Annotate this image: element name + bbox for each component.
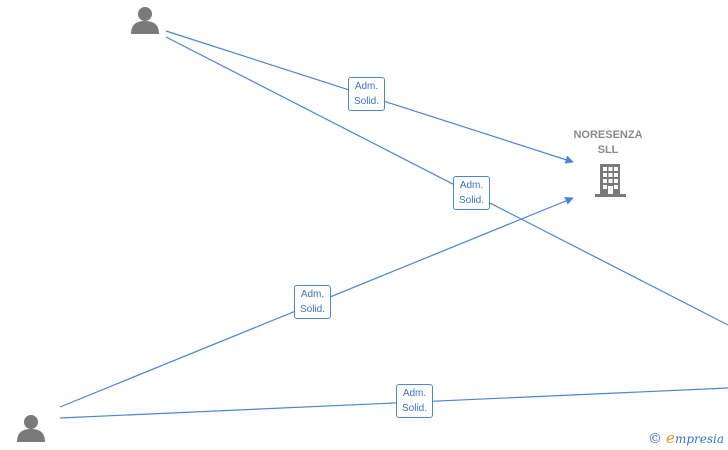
company-name-line2: SLL [597, 144, 619, 156]
building-icon[interactable] [595, 164, 626, 197]
copyright-symbol: © [648, 431, 663, 447]
edge-label-line2: Solid. [459, 195, 485, 206]
edge-label-line1: Adm. [300, 289, 325, 300]
edge-label: Adm. Solid. [453, 176, 491, 210]
empresia-watermark: ©empresia [648, 429, 724, 447]
edge-label-line2: Solid. [402, 403, 428, 414]
brand-name: mpresia [674, 432, 724, 446]
edge-label-line2: Solid. [300, 304, 326, 315]
edge-label-line1: Adm. [354, 81, 379, 92]
edge-person2-offscreen [59, 387, 728, 419]
person-icon[interactable] [131, 7, 159, 34]
person-icon[interactable] [17, 415, 45, 442]
brand-initial: e [666, 429, 675, 447]
edge-label-line2: Solid. [354, 96, 380, 107]
edge-label: Adm. Solid. [294, 285, 332, 319]
edge-label: Adm. Solid. [396, 384, 434, 418]
edge-label-line1: Adm. [402, 388, 427, 399]
edge-label-line1: Adm. [459, 180, 484, 191]
company-name-line1: NORESENZA [573, 129, 643, 141]
edge-label: Adm. Solid. [348, 77, 386, 111]
edge-person1-offscreen [165, 36, 728, 326]
company-name[interactable]: NORESENZA SLL [562, 128, 654, 158]
